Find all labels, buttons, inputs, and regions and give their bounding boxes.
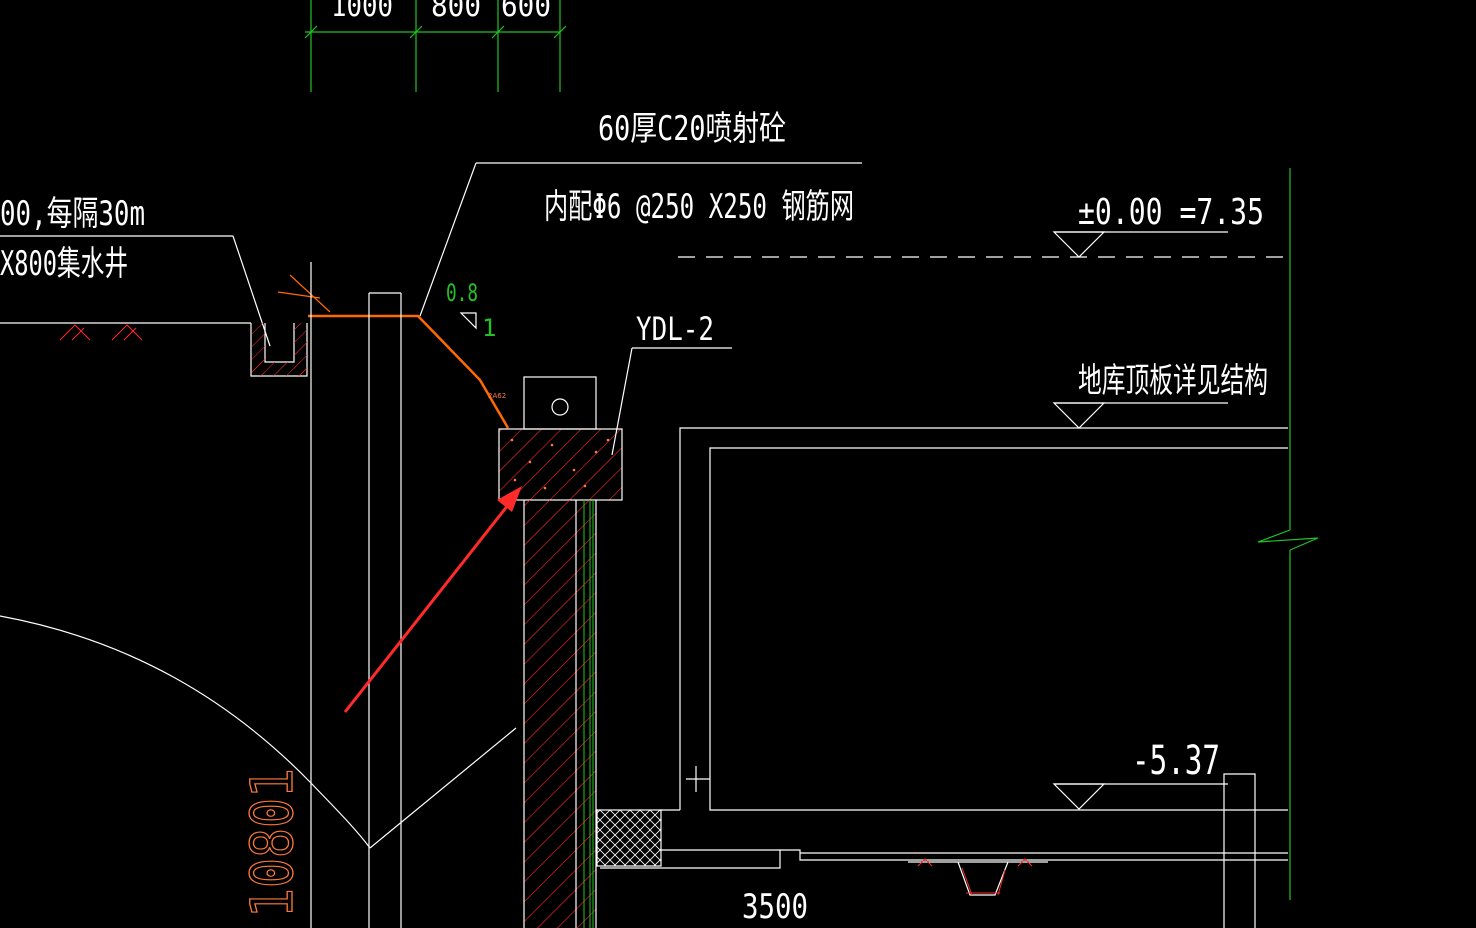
soil-symbols: [59, 324, 143, 341]
sump-pit: [908, 861, 1048, 896]
crown-beam-leader: [611, 347, 732, 456]
dimension-1000: 1000: [331, 0, 393, 24]
dimension-800: 800: [431, 0, 481, 24]
crown-beam-anchor-hole: [551, 398, 569, 416]
vertical-dimension: 10801: [238, 768, 306, 918]
shotcrete-note-line1: 60厚C20喷射砼: [598, 109, 786, 149]
basement-structure: [600, 427, 1288, 928]
drain-note-line2: X800集水井: [0, 244, 128, 284]
bottom-dimension: 3500: [742, 887, 808, 927]
slope-rise-label: 0.8: [446, 279, 478, 307]
pile-column: [310, 262, 402, 928]
slope-start-tick: [277, 274, 331, 313]
ground-elevation-marker: [1052, 231, 1228, 258]
shotcrete-note-line2: 内配Φ6 @250 X250 钢筋网: [544, 187, 854, 227]
top-dimension-chain: [304, 0, 567, 92]
cushion-block: [596, 809, 662, 867]
drain-ditch-hatch-bottom: [252, 362, 307, 376]
shotcrete-slope-line: [308, 314, 510, 429]
slip-surface-curve: [0, 615, 371, 849]
shotcrete-leader: [419, 162, 862, 317]
sump-pit-hatch: [917, 858, 1033, 896]
section-break-line: [1257, 168, 1319, 900]
slope-tag: 2A62: [488, 392, 506, 400]
crown-beam-top: [523, 376, 597, 430]
slip-surface-line: [369, 727, 517, 849]
retaining-wall-lines: [523, 500, 597, 928]
basement-floor-elevation-label: -5.37: [1132, 738, 1220, 784]
retaining-wall-hatch: [524, 500, 596, 928]
roof-slab-marker: [1052, 402, 1228, 429]
slope-run-label: 1: [482, 314, 496, 342]
ground-elevation-label: ±0.00 =7.35: [1078, 192, 1264, 233]
waterproof-layer-lines: [583, 500, 594, 928]
dimension-600: 600: [501, 0, 551, 24]
crown-beam-label: YDL-2: [636, 310, 714, 348]
slope-triangle: [459, 312, 477, 330]
roof-slab-note: 地库顶板详见结构: [1078, 361, 1268, 401]
annotation-arrow: [343, 486, 522, 713]
drain-note-line1: 00,每隔30m: [0, 194, 145, 234]
basement-floor-elevation-marker: [1052, 783, 1228, 810]
crown-beam-aggregate-dots: [510, 438, 610, 490]
